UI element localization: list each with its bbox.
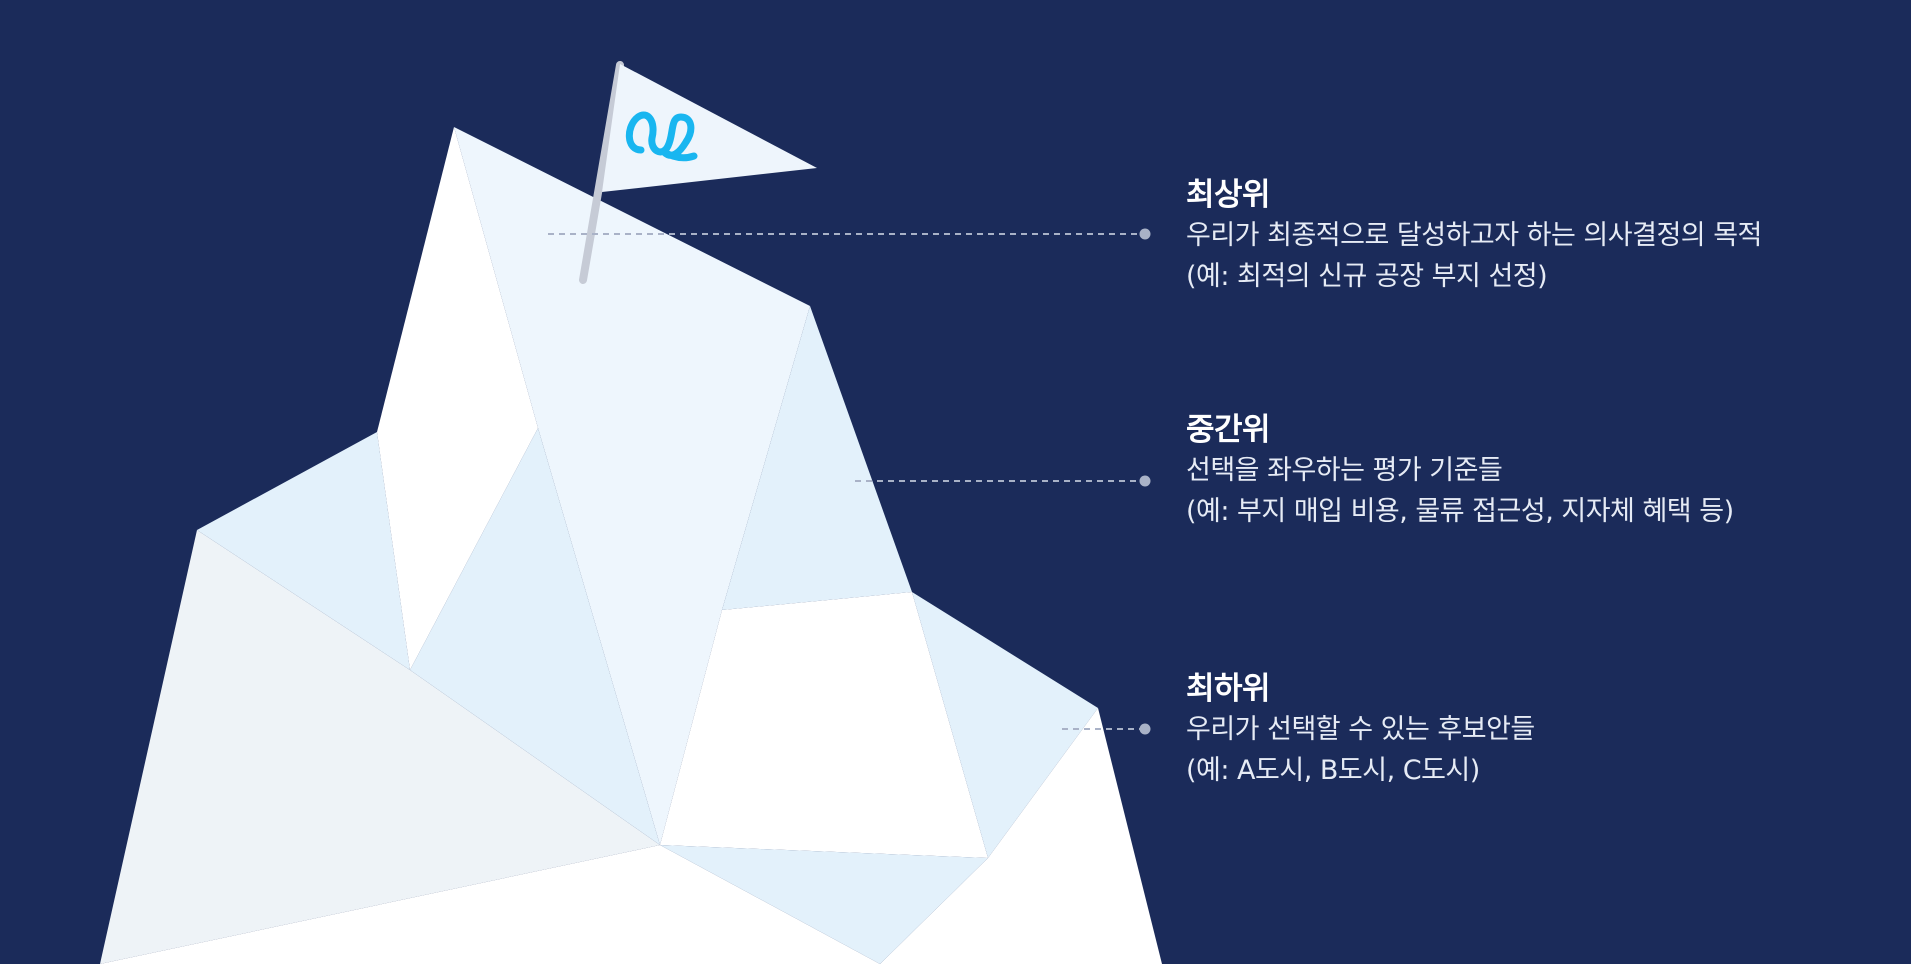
level-title: 최하위: [1186, 669, 1535, 709]
level-bottom-label: 최하위 우리가 선택할 수 있는 후보안들 (예: A도시, B도시, C도시): [1186, 669, 1535, 791]
level-description: 선택을 좌우하는 평가 기준들: [1186, 450, 1734, 491]
level-example: (예: 부지 매입 비용, 물류 접근성, 지자체 혜택 등): [1186, 491, 1734, 532]
level-description: 우리가 선택할 수 있는 후보안들: [1186, 709, 1535, 750]
level-title: 최상위: [1186, 175, 1762, 215]
leader-line-middle: [855, 476, 1151, 487]
level-description: 우리가 최종적으로 달성하고자 하는 의사결정의 목적: [1186, 215, 1762, 256]
level-title: 중간위: [1186, 410, 1734, 450]
level-top-label: 최상위 우리가 최종적으로 달성하고자 하는 의사결정의 목적 (예: 최적의 …: [1186, 175, 1762, 297]
level-example: (예: A도시, B도시, C도시): [1186, 750, 1535, 791]
level-example: (예: 최적의 신규 공장 부지 선정): [1186, 256, 1762, 297]
level-middle-label: 중간위 선택을 좌우하는 평가 기준들 (예: 부지 매입 비용, 물류 접근성…: [1186, 410, 1734, 532]
